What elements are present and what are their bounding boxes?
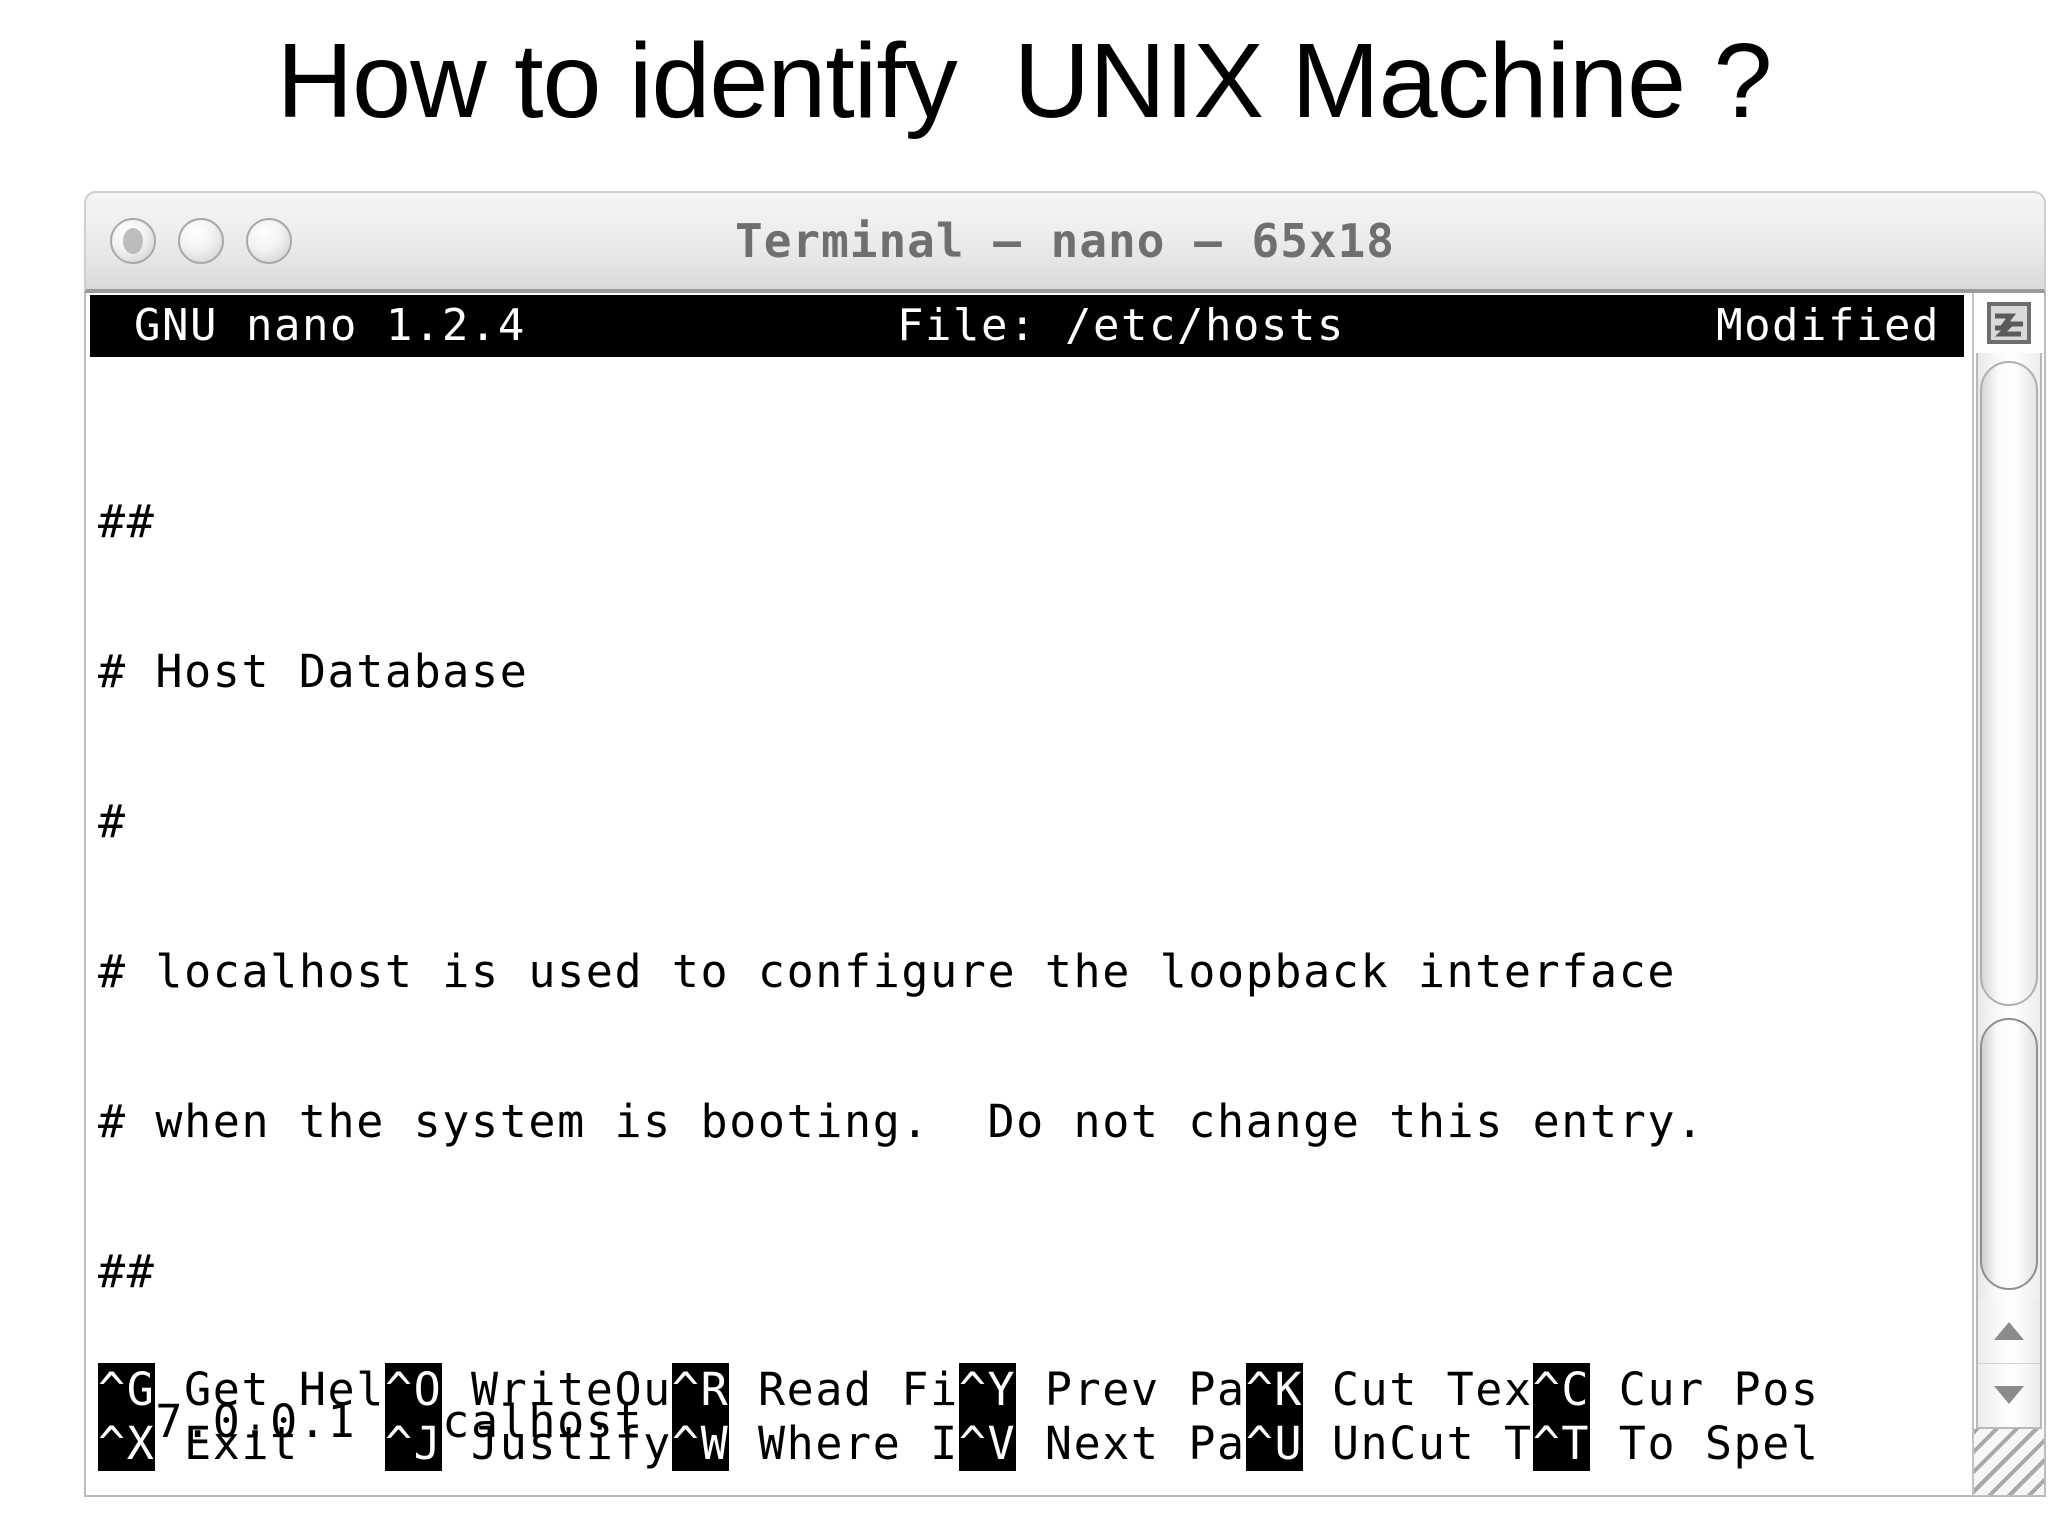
shortcut-label-write-out: WriteOu <box>442 1363 672 1416</box>
nano-file-label: File: /etc/hosts <box>897 300 1345 351</box>
shortcut-label-uncut-text: UnCut T <box>1303 1417 1533 1470</box>
terminal-window: Terminal — nano — 65x18 GNU nano 1.2.4 F… <box>84 191 2046 1497</box>
shortcut-label-get-help: Get Hel <box>155 1363 385 1416</box>
shortcut-key-uncut-text[interactable]: ^U <box>1245 1417 1304 1471</box>
minimize-button[interactable] <box>178 218 224 264</box>
scrollbar-thumb[interactable] <box>1980 361 2038 1006</box>
shortcut-label-prev-page: Prev Pa <box>1016 1363 1246 1416</box>
resize-grip-icon[interactable] <box>1974 1429 2044 1495</box>
shortcut-label-where-is: Where I <box>729 1417 959 1470</box>
shortcut-key-read-file[interactable]: ^R <box>671 1363 730 1417</box>
shortcut-label-cut-text: Cut Tex <box>1303 1363 1533 1416</box>
nano-help-row-1: ^G Get Hel^O WriteOu^R Read Fi^Y Prev Pa… <box>86 1363 1972 1417</box>
window-controls <box>110 218 292 264</box>
nano-help-row-2: ^X Exit ^J Justify^W Where I^V Next Pa^U… <box>86 1417 1972 1471</box>
shortcut-key-justify[interactable]: ^J <box>384 1417 443 1471</box>
vertical-scrollbar[interactable] <box>1972 293 2044 1495</box>
scroll-up-button[interactable] <box>1978 1299 2040 1363</box>
chevron-up-icon <box>1994 1321 2024 1340</box>
zoom-button[interactable] <box>246 218 292 264</box>
chevron-down-icon <box>1994 1386 2024 1405</box>
scroll-down-button[interactable] <box>1978 1362 2040 1428</box>
scrollbar-arrows <box>1976 1299 2042 1429</box>
window-title: Terminal — nano — 65x18 <box>735 214 1395 268</box>
page-title: How to identify UNIX Machine ? <box>276 22 1773 140</box>
text-line: # localhost is used to configure the loo… <box>98 945 1677 998</box>
terminal-screen[interactable]: GNU nano 1.2.4 File: /etc/hosts Modified… <box>86 293 1972 1495</box>
shortcut-key-cut-text[interactable]: ^K <box>1245 1363 1304 1417</box>
terminal-activity-icon <box>1974 293 2044 353</box>
shortcut-label-justify: Justify <box>442 1417 672 1470</box>
shortcut-label-to-spell: To Spel <box>1590 1417 1820 1470</box>
text-line: # when the system is booting. Do not cha… <box>98 1095 1705 1148</box>
shortcut-key-prev-page[interactable]: ^Y <box>958 1363 1017 1417</box>
nano-modified-badge: Modified <box>1716 300 1940 351</box>
nano-text-area[interactable]: ## # Host Database # # localhost is used… <box>86 357 1972 1495</box>
shortcut-key-write-out[interactable]: ^O <box>384 1363 443 1417</box>
text-line: # Host Database <box>98 645 529 698</box>
window-body: GNU nano 1.2.4 File: /etc/hosts Modified… <box>84 293 2046 1497</box>
nano-help-bar: ^G Get Hel^O WriteOu^R Read Fi^Y Prev Pa… <box>86 1363 1972 1471</box>
text-line: ## <box>98 495 156 548</box>
text-line: # <box>98 795 127 848</box>
nano-status-bar: GNU nano 1.2.4 File: /etc/hosts Modified <box>90 295 1964 357</box>
close-button[interactable] <box>110 218 156 264</box>
shortcut-key-next-page[interactable]: ^V <box>958 1417 1017 1471</box>
nano-version-label: GNU nano 1.2.4 <box>134 300 526 351</box>
shortcut-label-read-file: Read Fi <box>729 1363 959 1416</box>
shortcut-label-next-page: Next Pa <box>1016 1417 1246 1470</box>
shortcut-label-exit: Exit <box>155 1417 385 1470</box>
shortcut-key-to-spell[interactable]: ^T <box>1532 1417 1591 1471</box>
shortcut-label-cur-pos: Cur Pos <box>1590 1363 1820 1416</box>
window-titlebar[interactable]: Terminal — nano — 65x18 <box>84 191 2046 293</box>
text-line: ## <box>98 1245 156 1298</box>
scrollbar-thumb-secondary[interactable] <box>1980 1018 2038 1290</box>
shortcut-key-cur-pos[interactable]: ^C <box>1532 1363 1591 1417</box>
scrollbar-track[interactable] <box>1976 353 2042 1299</box>
shortcut-key-get-help[interactable]: ^G <box>98 1363 156 1417</box>
shortcut-key-exit[interactable]: ^X <box>98 1417 156 1471</box>
shortcut-key-where-is[interactable]: ^W <box>671 1417 730 1471</box>
